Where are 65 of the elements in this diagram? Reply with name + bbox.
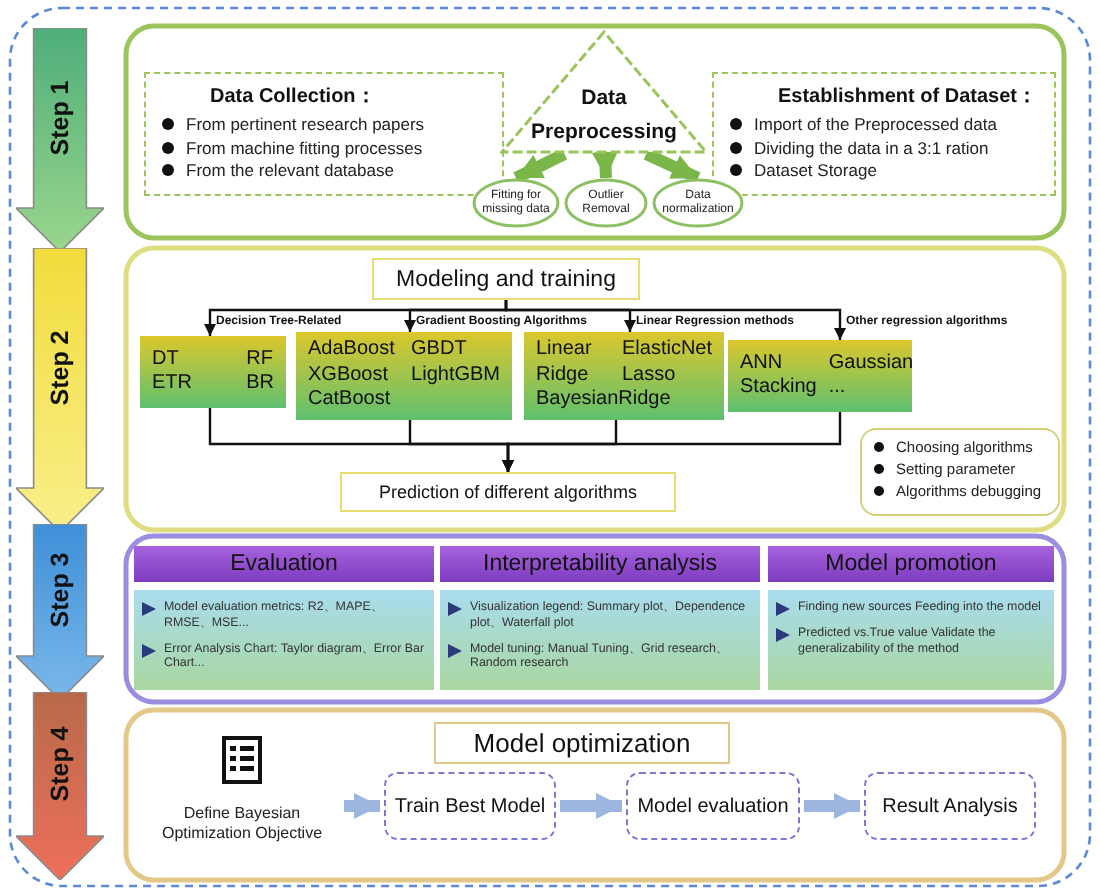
algorithm-box (728, 340, 912, 412)
algorithm-name: AdaBoost (308, 338, 395, 364)
list-item: Dividing the data in a 3:1 ration (754, 137, 989, 157)
arrow (344, 793, 380, 819)
step-banner (16, 692, 104, 880)
ellipse-shape (472, 178, 560, 228)
step-label: Step 3 (46, 552, 74, 628)
title-box (434, 722, 730, 764)
triangle-shape (500, 30, 708, 154)
algorithm-box (140, 336, 286, 408)
list-item: From the relevant database (186, 160, 394, 180)
algorithm-name: CatBoost (308, 388, 393, 414)
arrow (504, 300, 846, 340)
algorithm-name: Lasso (621, 363, 678, 389)
algorithm-name: BayesianRidge (536, 388, 673, 414)
dashed-box (864, 772, 1036, 840)
list-item: From pertinent research papers (186, 114, 425, 134)
box-label: Result Analysis (882, 795, 1018, 817)
dashed-box (626, 772, 800, 840)
algorithm-name: ETR (152, 372, 192, 397)
title-box (340, 472, 676, 512)
algorithm-name: ANN (740, 351, 785, 376)
ellipse-shape (652, 178, 744, 228)
box-label: Train Best Model (394, 795, 546, 817)
title-box (372, 258, 640, 300)
arrow (502, 412, 842, 472)
list-item: Dataset Storage (754, 160, 877, 180)
step-label: Step 2 (46, 330, 74, 406)
algorithm-name: XGBoost (308, 363, 391, 389)
algorithm-box (524, 332, 724, 420)
arrow (804, 793, 860, 819)
arrow (560, 793, 622, 819)
step-label: Step 1 (46, 80, 74, 156)
title-text: Modeling and training (396, 267, 616, 291)
algorithm-name: Gaussian (828, 351, 914, 376)
dashed-box (384, 772, 556, 840)
algorithm-name: DT (152, 347, 181, 372)
algorithm-name: RF (246, 347, 274, 372)
box-label: Model evaluation (637, 795, 789, 817)
algorithm-name: ... (828, 376, 848, 401)
caption-text: Define Bayesian Optimization Objective (159, 804, 325, 844)
list-item: Import of the Preprocessed data (754, 114, 997, 134)
header-band: Evaluation (134, 546, 434, 582)
algorithm-name: Ridge (536, 363, 591, 389)
title-text: Model optimization (473, 728, 691, 758)
algorithm-name: ElasticNet (621, 338, 712, 364)
list-heading: Data Collection： (210, 84, 378, 110)
list-heading: Establishment of Dataset： (778, 84, 1038, 110)
header-band: Interpretability analysis (440, 546, 760, 582)
algorithm-box (296, 332, 512, 420)
list-item: From machine fitting processes (186, 137, 423, 157)
algorithm-name: Stacking (740, 376, 817, 401)
step-banner (16, 28, 104, 252)
rounded-box (860, 428, 1060, 516)
algorithm-name: BR (246, 372, 274, 397)
title-text: Prediction of different algorithms (379, 482, 637, 502)
algorithm-name: LightGBM (411, 363, 500, 389)
step-label: Step 4 (46, 726, 74, 802)
header-band: Model promotion (768, 546, 1054, 582)
dashed-box (712, 72, 1056, 196)
algorithm-name: GBDT (411, 338, 469, 364)
algorithm-name: Linear (536, 338, 592, 364)
shape-label: Data Preprocessing (529, 84, 679, 148)
ellipse-shape (564, 178, 648, 228)
arrow (591, 151, 618, 179)
